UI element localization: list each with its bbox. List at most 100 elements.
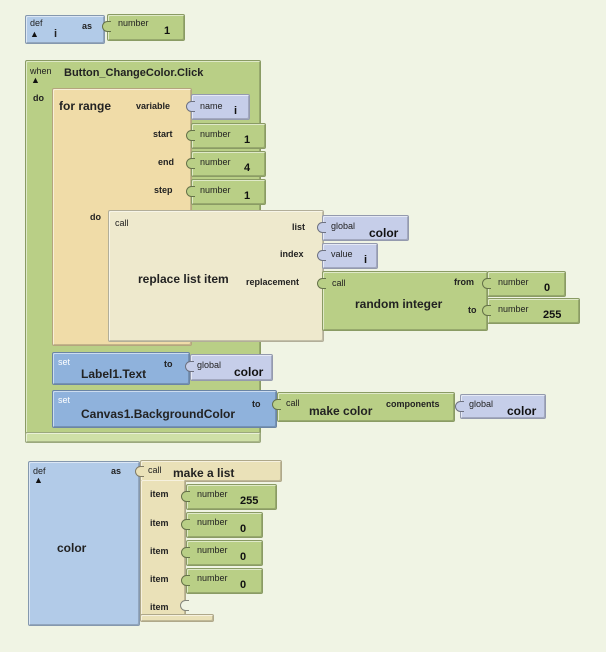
socket-connector	[181, 575, 190, 586]
number-type-label: number	[200, 157, 231, 167]
label-global-block[interactable]: global color	[185, 354, 273, 381]
set-keyword: set	[58, 357, 71, 367]
socket-connector	[317, 250, 326, 261]
when-keyword: when	[30, 66, 52, 76]
collapse-arrow-icon[interactable]: ▲	[34, 475, 43, 485]
event-name: Button_ChangeColor.Click	[64, 67, 204, 79]
variable-label: variable	[136, 101, 171, 111]
to-label: to	[252, 399, 261, 409]
replacement-label: replacement	[246, 277, 300, 287]
item-value[interactable]: 0	[240, 551, 247, 563]
make-color-block[interactable]: call make color components	[272, 392, 455, 422]
random-integer-name: random integer	[355, 297, 443, 311]
item-label: item	[150, 546, 169, 556]
index-label: index	[280, 249, 304, 259]
number-type-label: number	[118, 18, 149, 28]
to-label: to	[164, 359, 173, 369]
number-value[interactable]: 1	[164, 25, 171, 37]
socket-connector	[181, 519, 190, 530]
number-type-label: number	[197, 545, 228, 555]
from-number-block[interactable]: number 0	[482, 271, 566, 297]
socket-connector	[186, 158, 195, 169]
global-type-label: global	[469, 399, 494, 409]
set-keyword: set	[58, 395, 71, 405]
number-type-label: number	[197, 489, 228, 499]
socket-connector	[482, 278, 491, 289]
global-value[interactable]: color	[507, 404, 537, 418]
global-type-label: global	[197, 360, 222, 370]
replace-list-item-block[interactable]: call replace list item list index replac…	[108, 210, 324, 342]
random-integer-block[interactable]: call random integer from to	[317, 271, 488, 331]
list-global-block[interactable]: global color	[317, 215, 409, 241]
item-label: item	[150, 489, 169, 499]
start-number-block[interactable]: number 1	[186, 123, 266, 149]
call-keyword: call	[148, 465, 162, 475]
for-range-title: for range	[59, 99, 112, 113]
number-type-label: number	[498, 277, 529, 287]
as-label: as	[111, 466, 122, 476]
item-label: item	[150, 518, 169, 528]
socket-connector	[181, 491, 190, 502]
socket-connector	[455, 401, 464, 412]
step-value[interactable]: 1	[244, 190, 251, 202]
number-block[interactable]: number 1	[102, 14, 185, 41]
components-global-block[interactable]: global color	[455, 394, 546, 419]
to-label: to	[468, 305, 477, 315]
make-a-list-footer	[140, 614, 214, 622]
event-footer	[25, 432, 261, 443]
end-value[interactable]: 4	[244, 162, 251, 174]
end-number-block[interactable]: number 4	[186, 151, 266, 177]
from-value[interactable]: 0	[544, 282, 551, 294]
index-value[interactable]: i	[364, 254, 368, 266]
item-value[interactable]: 0	[240, 579, 247, 591]
item-number-block[interactable]: number 0	[181, 568, 263, 594]
end-label: end	[158, 157, 175, 167]
socket-connector	[135, 466, 144, 477]
socket-connector	[186, 186, 195, 197]
def-keyword: def	[30, 18, 43, 28]
item-number-block[interactable]: number 0	[181, 540, 263, 566]
replace-list-item-name: replace list item	[138, 272, 229, 286]
item-value[interactable]: 255	[240, 495, 259, 507]
def-i-block[interactable]: def ▲ i as	[25, 15, 105, 44]
call-keyword: call	[115, 218, 129, 228]
to-value[interactable]: 255	[543, 309, 562, 321]
socket-connector	[482, 305, 491, 316]
set-label-block[interactable]: set Label1.Text to	[52, 352, 190, 385]
make-a-list-name: make a list	[173, 466, 235, 480]
global-value[interactable]: color	[369, 226, 399, 240]
number-type-label: number	[200, 129, 231, 139]
components-label: components	[386, 399, 440, 409]
socket-connector	[186, 101, 195, 112]
start-value[interactable]: 1	[244, 134, 251, 146]
set-canvas-block[interactable]: set Canvas1.BackgroundColor to	[52, 390, 277, 428]
to-number-block[interactable]: number 255	[482, 298, 580, 324]
empty-item-socket[interactable]	[180, 600, 189, 611]
variable-name-value[interactable]: i	[234, 105, 238, 117]
do-keyword: do	[33, 93, 44, 103]
make-a-list-block[interactable]: call make a list	[135, 460, 282, 482]
socket-connector	[181, 547, 190, 558]
socket-connector	[317, 222, 326, 233]
socket-connector	[317, 278, 326, 289]
canvas-background-name: Canvas1.BackgroundColor	[81, 407, 236, 421]
variable-name-block[interactable]: name i	[186, 94, 250, 120]
start-label: start	[153, 129, 173, 139]
step-number-block[interactable]: number 1	[186, 179, 266, 205]
collapse-arrow-icon[interactable]: ▲	[31, 75, 40, 85]
socket-connector	[272, 399, 281, 410]
def-color-block[interactable]: def ▲ color as	[28, 461, 140, 626]
global-value[interactable]: color	[234, 365, 264, 379]
label1-text-name: Label1.Text	[81, 367, 147, 381]
item-value[interactable]: 0	[240, 523, 247, 535]
def-keyword: def	[33, 466, 46, 476]
item-number-block[interactable]: number 0	[181, 512, 263, 538]
number-type-label: number	[200, 185, 231, 195]
index-value-block[interactable]: value i	[317, 243, 378, 269]
collapse-arrow-icon[interactable]: ▲	[30, 29, 39, 39]
make-color-name: make color	[309, 404, 373, 418]
item-number-block[interactable]: number 255	[181, 484, 277, 510]
number-type-label: number	[197, 573, 228, 583]
socket-connector	[185, 361, 194, 372]
value-type-label: value	[331, 249, 353, 259]
